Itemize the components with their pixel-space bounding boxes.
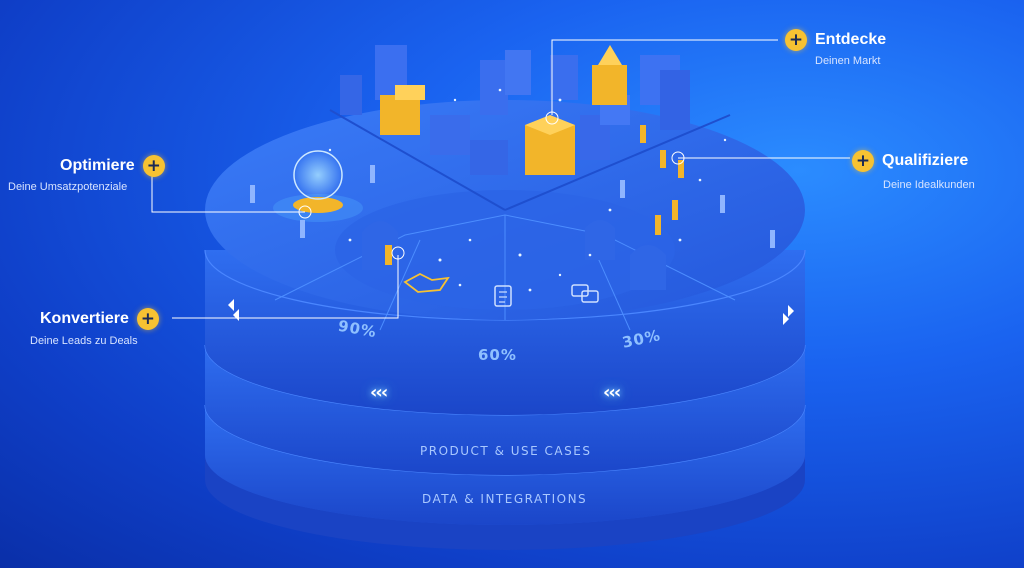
hotspot-qualifiziere[interactable]: + Qualifiziere xyxy=(852,150,968,172)
hotspot-optimiere-title: Optimiere xyxy=(60,157,135,174)
plus-icon[interactable]: + xyxy=(142,155,165,177)
hotspot-entdecke-subtitle: Deinen Markt xyxy=(815,55,881,67)
percentage-middle: 60% xyxy=(478,346,517,364)
handshake-icon xyxy=(403,272,450,293)
hotspot-konvertiere-subtitle: Deine Leads zu Deals xyxy=(30,335,138,347)
plus-icon[interactable]: + xyxy=(852,150,874,172)
people xyxy=(250,125,775,265)
hotspot-konvertiere[interactable]: Konvertiere + xyxy=(40,308,159,330)
chat-icon xyxy=(571,284,599,303)
hotspot-entdecke-title: Entdecke xyxy=(815,31,887,48)
document-icon xyxy=(494,285,512,307)
hotspot-optimiere[interactable]: Optimiere + xyxy=(60,155,165,177)
layer-data-label: DATA & INTEGRATIONS xyxy=(422,492,588,506)
plus-icon[interactable]: + xyxy=(136,308,159,330)
city-buildings xyxy=(340,45,690,175)
layer-product-label: PRODUCT & USE CASES xyxy=(420,444,592,458)
crystal-ball xyxy=(273,150,363,222)
side-chevrons xyxy=(228,299,794,325)
hotspot-qualifiziere-title: Qualifiziere xyxy=(882,152,969,169)
plus-icon[interactable]: + xyxy=(785,29,807,51)
chevron-right-icon: ‹‹‹ xyxy=(603,382,621,403)
connector-lines xyxy=(151,39,850,319)
chevron-left-icon: ‹‹‹ xyxy=(370,382,388,403)
hotspot-optimiere-subtitle: Deine Umsatzpotenziale xyxy=(8,181,128,193)
hotspot-entdecke[interactable]: + Entdecke xyxy=(785,29,886,51)
hotspot-qualifiziere-subtitle: Deine Idealkunden xyxy=(883,179,975,191)
hotspot-konvertiere-title: Konvertiere xyxy=(40,310,129,327)
sparkles xyxy=(328,88,727,292)
